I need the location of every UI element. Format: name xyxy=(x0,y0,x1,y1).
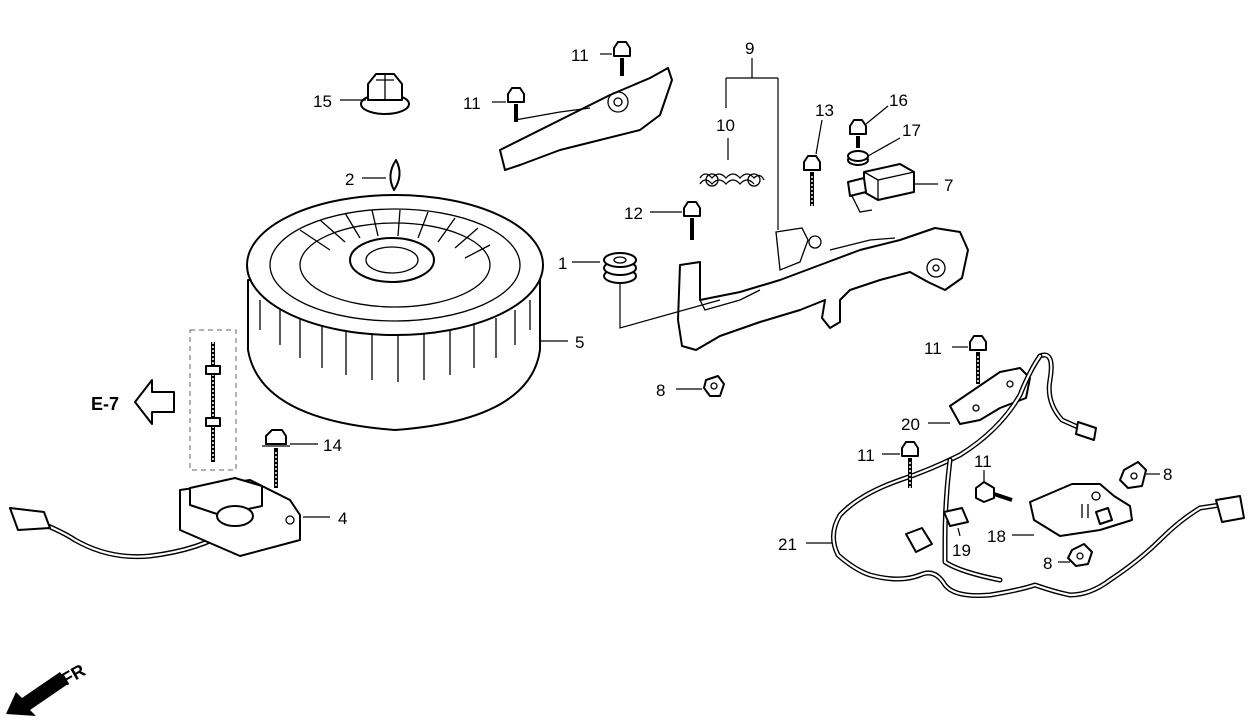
screw-16 xyxy=(849,119,867,148)
governor-bracket xyxy=(677,227,969,351)
callout-8c: 8 xyxy=(1043,554,1052,573)
bolt-11-harness xyxy=(901,441,919,488)
bolt-13 xyxy=(803,155,821,206)
reference-arrow-icon xyxy=(134,379,175,425)
callout-20: 20 xyxy=(901,415,920,434)
callout-15: 15 xyxy=(313,92,332,111)
bolt-11-left xyxy=(507,87,525,122)
bolt-12 xyxy=(683,201,701,240)
bolt-11-top xyxy=(613,41,631,76)
key-2 xyxy=(389,159,401,191)
bolt-14 xyxy=(262,429,290,488)
clip-8-bottom xyxy=(1067,543,1093,567)
reference-label: E-7 xyxy=(91,394,119,414)
front-direction-arrow-icon xyxy=(6,672,68,716)
washer-17 xyxy=(847,150,869,166)
callout-10: 10 xyxy=(716,116,735,135)
callout-9: 9 xyxy=(745,39,754,58)
stud-bolt xyxy=(205,342,221,462)
callout-7: 7 xyxy=(944,176,953,195)
ignition-coil-4 xyxy=(9,477,301,560)
callout-11a: 11 xyxy=(571,46,589,65)
bolt-11-bracket xyxy=(975,481,1013,503)
callout-8a: 8 xyxy=(656,381,665,400)
callout-11b: 11 xyxy=(463,94,481,113)
switch-7 xyxy=(847,163,915,213)
callout-12: 12 xyxy=(624,204,643,223)
callout-13: 13 xyxy=(815,101,834,120)
callout-16: 16 xyxy=(889,91,908,110)
callout-17: 17 xyxy=(902,121,921,140)
clip-8-right xyxy=(1119,461,1147,489)
grommet-1 xyxy=(603,252,637,284)
callout-8b: 8 xyxy=(1163,465,1172,484)
callout-1: 1 xyxy=(558,254,567,273)
callout-2: 2 xyxy=(345,170,354,189)
control-arm xyxy=(499,67,673,171)
callout-11d: 11 xyxy=(857,446,875,465)
callout-4: 4 xyxy=(338,509,347,528)
flywheel-5 xyxy=(246,194,544,431)
callout-14: 14 xyxy=(323,436,342,455)
plate-20 xyxy=(949,367,1031,425)
callout-11e: 11 xyxy=(974,452,992,471)
bracket-18 xyxy=(1029,483,1133,537)
callout-21: 21 xyxy=(778,535,797,554)
spring-10 xyxy=(699,173,765,187)
callout-11c: 11 xyxy=(924,339,942,358)
bolt-11-plate xyxy=(969,335,987,384)
clip-19 xyxy=(943,507,969,527)
callout-5: 5 xyxy=(575,333,584,352)
callout-18: 18 xyxy=(987,527,1006,546)
flange-nut-15 xyxy=(360,73,410,115)
wire-harness-21 xyxy=(831,352,1245,598)
callout-19: 19 xyxy=(952,541,971,560)
clip-8-center xyxy=(703,375,725,397)
